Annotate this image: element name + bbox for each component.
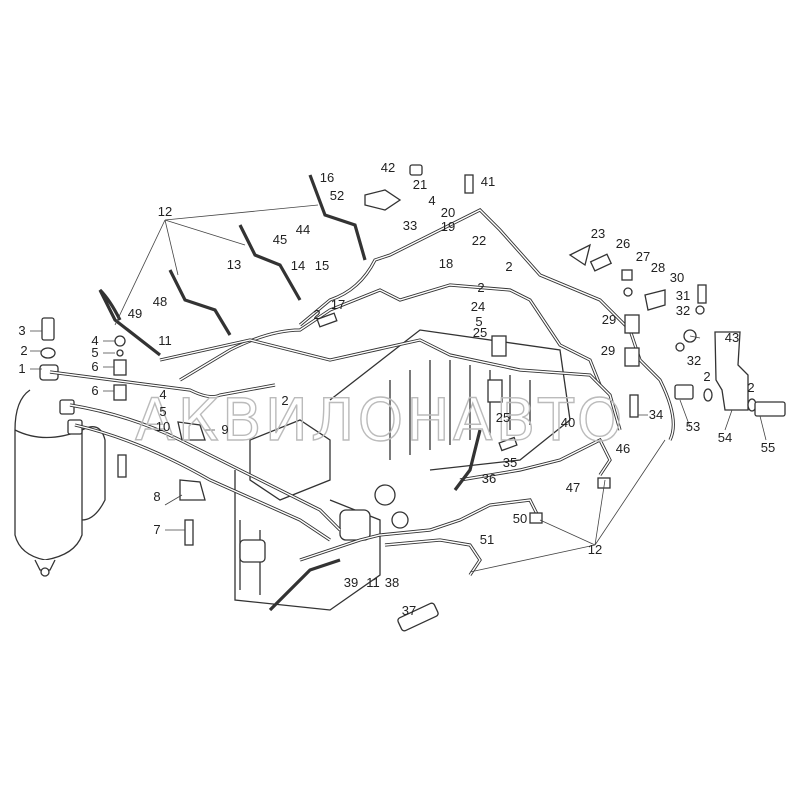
- callout-label: 39: [344, 575, 358, 590]
- callout-label: 1: [18, 361, 25, 376]
- callout-label: 42: [381, 160, 395, 175]
- callout-label: 6: [91, 359, 98, 374]
- callout-label: 7: [153, 522, 160, 537]
- callout-label: 12: [158, 204, 172, 219]
- callout-label: 28: [651, 260, 665, 275]
- engine-block: [234, 329, 571, 611]
- callout-label: 2: [313, 307, 320, 322]
- callout-label: 5: [159, 404, 166, 419]
- callout-label: 18: [439, 256, 453, 271]
- callout-label: 25: [496, 410, 510, 425]
- callout-label: 55: [761, 440, 775, 455]
- callout-label: 2: [747, 380, 754, 395]
- callout-label: 20: [441, 205, 455, 220]
- callout-label: 53: [686, 419, 700, 434]
- callout-label: 16: [320, 170, 334, 185]
- callout-label: 9: [221, 422, 228, 437]
- callout-label: 26: [616, 236, 630, 251]
- callout-label: 2: [281, 393, 288, 408]
- callout-label: 45: [273, 232, 287, 247]
- callout-label: 25: [473, 325, 487, 340]
- callout-label: 2: [477, 280, 484, 295]
- callout-label: 30: [670, 270, 684, 285]
- callout-label: 44: [296, 222, 310, 237]
- callout-label: 40: [561, 415, 575, 430]
- callout-label: 36: [482, 471, 496, 486]
- callout-label: 14: [291, 258, 305, 273]
- callout-label: 54: [718, 430, 732, 445]
- callout-label: 49: [128, 306, 142, 321]
- callout-label: 34: [649, 407, 663, 422]
- callout-label: 4: [91, 333, 98, 348]
- callout-label: 29: [601, 343, 615, 358]
- callout-label: 24: [471, 299, 485, 314]
- fuel-lines: [49, 174, 675, 612]
- callout-label: 37: [402, 603, 416, 618]
- callout-label: 50: [513, 511, 527, 526]
- callout-label: 35: [503, 455, 517, 470]
- callout-label: 10: [156, 419, 170, 434]
- callout-label: 21: [413, 177, 427, 192]
- callout-label: 19: [441, 219, 455, 234]
- callout-label: 52: [330, 188, 344, 203]
- callout-label: 27: [636, 249, 650, 264]
- callout-label: 4: [159, 387, 166, 402]
- callout-label: 2: [20, 343, 27, 358]
- callout-label: 41: [481, 174, 495, 189]
- callout-label: 31: [676, 288, 690, 303]
- callout-label: 12: [588, 542, 602, 557]
- fuel-filter: [14, 364, 106, 577]
- callout-label: 51: [480, 532, 494, 547]
- callout-label: 23: [591, 226, 605, 241]
- callout-label: 46: [616, 441, 630, 456]
- callout-label: 5: [475, 314, 482, 329]
- callout-label: 2: [703, 369, 710, 384]
- callout-label: 11: [366, 575, 380, 590]
- callout-label: 17: [331, 297, 345, 312]
- watermark: АКВИЛОНАВТО: [135, 386, 625, 454]
- callout-label: 22: [472, 233, 486, 248]
- callout-label: 33: [403, 218, 417, 233]
- small-parts: [40, 164, 786, 632]
- callout-label: 47: [566, 480, 580, 495]
- callout-label: 8: [153, 489, 160, 504]
- callout-label: 2: [505, 259, 512, 274]
- callout-label: 11: [158, 333, 172, 348]
- callout-label: 48: [153, 294, 167, 309]
- callout-label: 38: [385, 575, 399, 590]
- callout-label: 43: [725, 330, 739, 345]
- callout-label: 29: [602, 312, 616, 327]
- callout-label: 32: [687, 353, 701, 368]
- callout-label: 4: [428, 193, 435, 208]
- callout-label: 3: [18, 323, 25, 338]
- callout-label: 32: [676, 303, 690, 318]
- callout-label: 15: [315, 258, 329, 273]
- callout-label: 5: [91, 345, 98, 360]
- callout-label: 6: [91, 383, 98, 398]
- leader-lines: [30, 204, 767, 573]
- callout-label: 13: [227, 257, 241, 272]
